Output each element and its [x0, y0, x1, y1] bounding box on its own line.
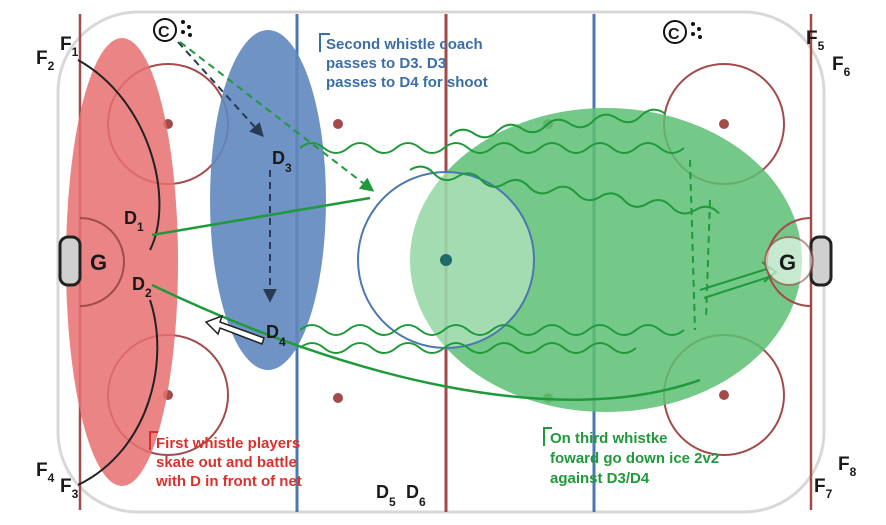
- note-third-whistle-line3: against D3/D4: [550, 470, 650, 487]
- player-d1: D1: [124, 208, 144, 234]
- coach-pucks-right-2: [697, 27, 701, 31]
- skate-path-f1-f2: [77, 59, 161, 251]
- coach-letter-left: C: [158, 24, 170, 41]
- player-f7: F7: [814, 476, 833, 501]
- d1-pass-line: [151, 196, 371, 237]
- player-d2: D2: [132, 274, 152, 300]
- coach-pass-to-d3: [177, 41, 264, 138]
- goalie-left: G: [90, 250, 107, 275]
- coach-marker-right: C: [663, 20, 702, 44]
- player-d6: D6: [406, 482, 426, 509]
- neutral-dot-2: [333, 393, 343, 403]
- player-f3: F3: [60, 476, 79, 501]
- dashed-green-right-2: [705, 199, 711, 321]
- coach-pucks-left-2: [187, 25, 191, 29]
- note-first-whistle-line1: First whistle players: [156, 435, 300, 452]
- wavy-skate-top-1: [299, 142, 685, 154]
- note-bracket-green: [543, 427, 552, 446]
- note-third-whistle-line1: On third whistke: [550, 430, 668, 447]
- d2-curve-line: [151, 283, 701, 401]
- wavy-skate-bottom-1: [299, 324, 685, 336]
- shot-arrow-right: [699, 267, 773, 299]
- player-f6: F6: [832, 54, 851, 79]
- center-dot: [440, 254, 452, 266]
- note-second-whistle-line1: Second whistle coach: [326, 36, 483, 53]
- coach-letter-right: C: [668, 26, 680, 43]
- note-second-whistle-line2: passes to D3. D3: [326, 55, 446, 72]
- coach-circle-left: [153, 18, 177, 42]
- coach-pucks-left-3: [181, 30, 185, 34]
- faceoff-dot-bottom-right: [719, 390, 729, 400]
- blue-defense-zone: [210, 30, 326, 370]
- note-bracket-blue: [319, 33, 330, 52]
- coach-circle-right: [663, 20, 687, 44]
- wavy-skate-top-2: [449, 108, 666, 139]
- goalie-right-circle: [764, 236, 814, 286]
- note-second-whistle-line3: passes to D4 for shoot: [326, 74, 488, 91]
- note-first-whistle-line2: skate out and battle: [156, 454, 297, 471]
- net-left: [58, 235, 82, 287]
- coach-pucks-left: [181, 20, 185, 24]
- note-bracket-red: [149, 431, 158, 450]
- coach-dashed-green: [179, 41, 375, 192]
- faceoff-dot-top-right: [719, 119, 729, 129]
- player-f2: F2: [36, 48, 55, 73]
- goal-crease-left: [79, 217, 125, 307]
- dashed-green-right: [689, 159, 696, 331]
- coach-pucks-left-4: [188, 33, 192, 37]
- coach-pucks-right-4: [698, 35, 702, 39]
- coach-pucks-right: [691, 22, 695, 26]
- wavy-skate-bottom-2: [299, 342, 637, 354]
- player-f5: F5: [806, 28, 825, 53]
- player-f1: F1: [60, 34, 79, 59]
- player-d3: D3: [272, 148, 292, 175]
- skate-path-f3-f4: [77, 299, 159, 486]
- green-attack-zone: [410, 108, 802, 412]
- player-d4: D4: [266, 322, 286, 349]
- note-third-whistle-line2: foward go down ice 2v2: [550, 450, 719, 467]
- player-f4: F4: [36, 460, 55, 485]
- player-f8: F8: [838, 454, 857, 479]
- wavy-skate-top-3: [409, 165, 720, 215]
- hollow-arrow-left: [204, 314, 265, 345]
- coach-marker-left: C: [153, 18, 192, 42]
- goalie-right: G: [779, 250, 796, 275]
- neutral-dot-1: [333, 119, 343, 129]
- coach-pucks-right-3: [691, 32, 695, 36]
- player-d5: D5: [376, 482, 396, 509]
- note-first-whistle-line3: with D in front of net: [155, 473, 302, 490]
